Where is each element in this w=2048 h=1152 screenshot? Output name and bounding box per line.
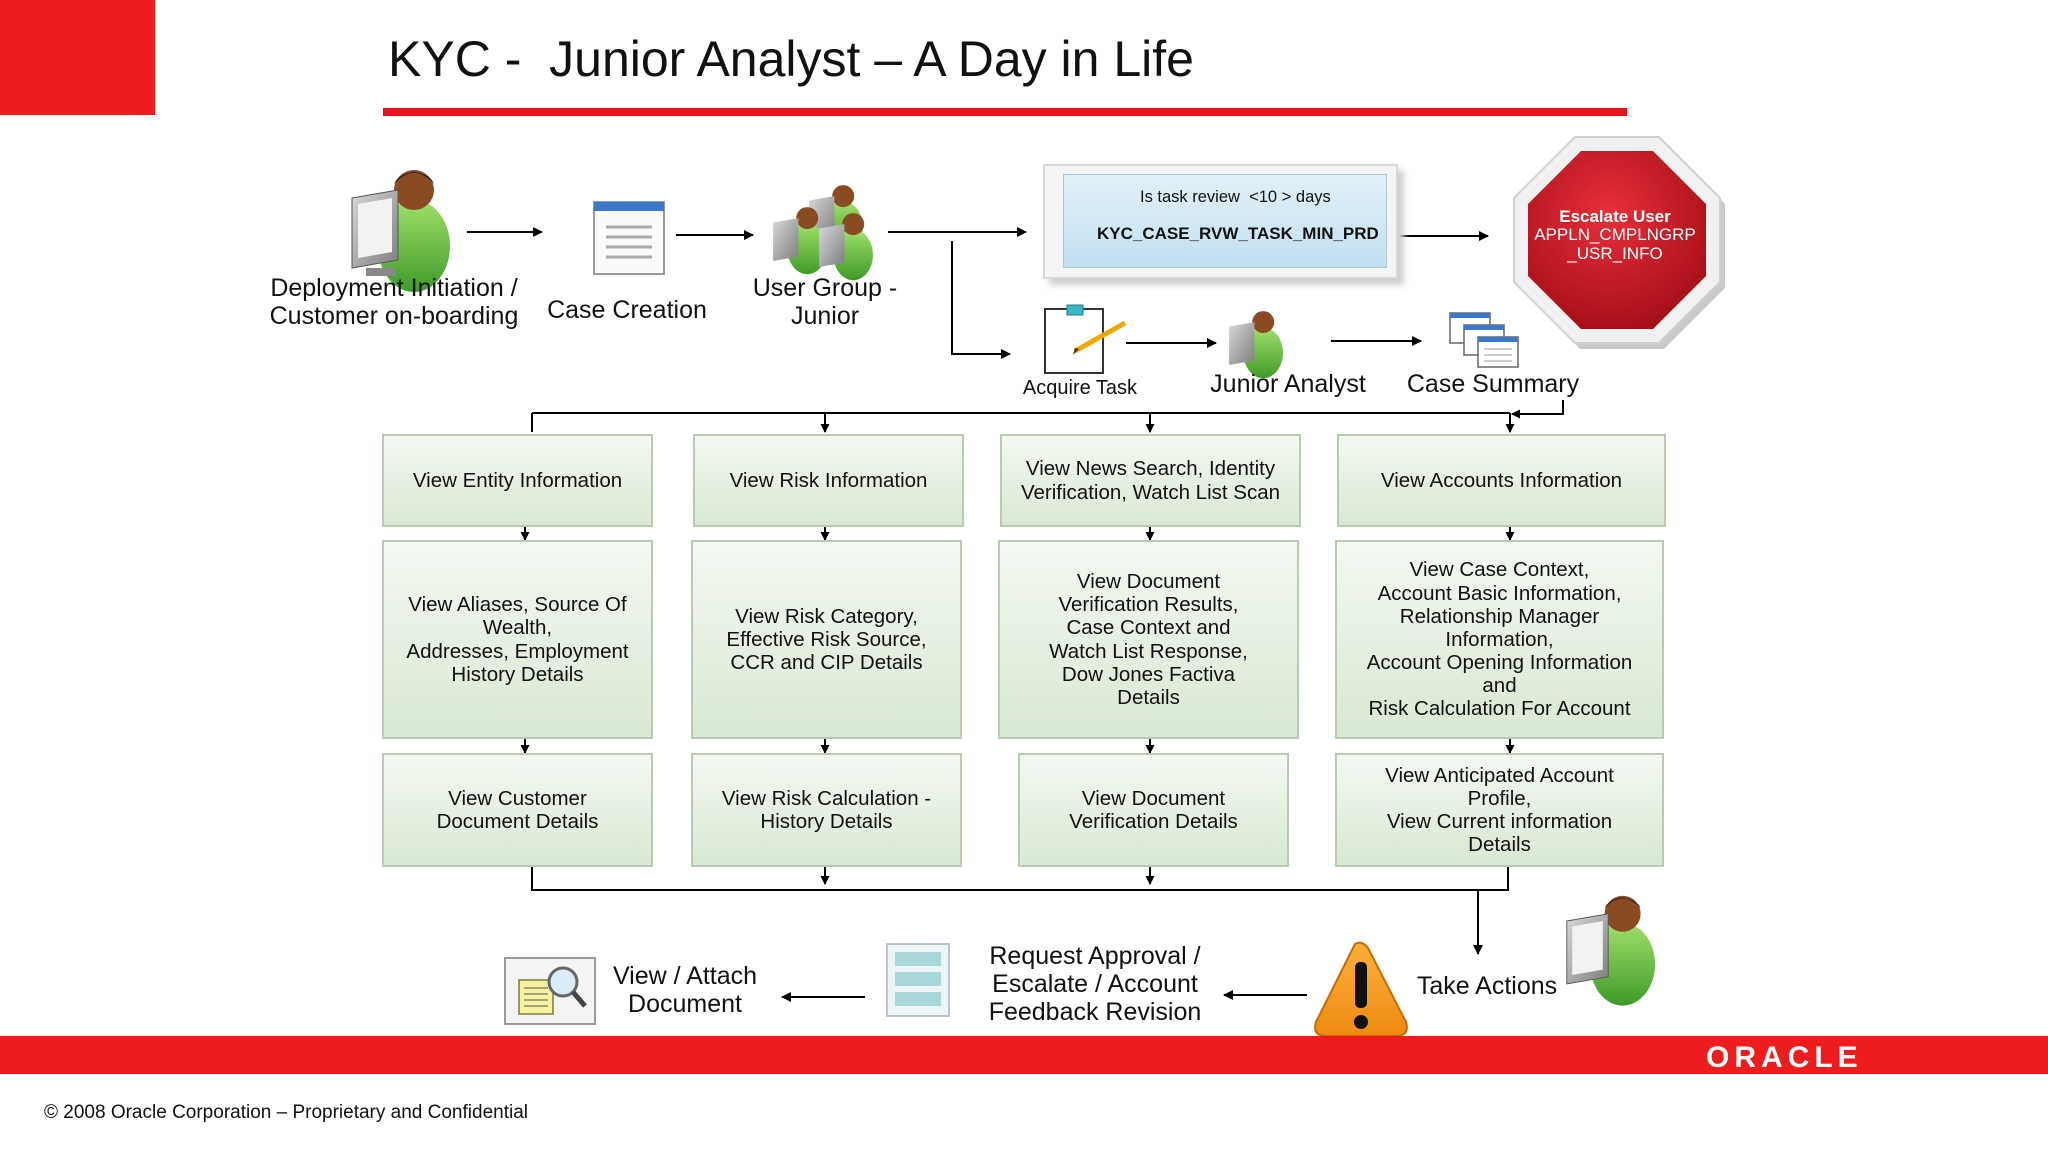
footer-bar: [0, 1036, 2048, 1074]
task-review-param: KYC_CASE_RVW_TASK_MIN_PRD: [1097, 224, 1379, 243]
analyst-small-icon: [1229, 311, 1283, 379]
view-risk-information-box: View Risk Information: [693, 434, 964, 527]
escalate-user-text: Escalate User APPLN_CMPLNGRP _USR_INFO: [1510, 207, 1720, 263]
view-case-context-box: View Case Context, Account Basic Informa…: [1335, 540, 1664, 739]
view-customer-document-box: View Customer Document Details: [382, 753, 653, 867]
view-attach-document-label: View / Attach Document: [612, 962, 758, 1018]
escalate-param: APPLN_CMPLNGRP _USR_INFO: [1534, 225, 1696, 263]
view-document-verification-box: View Document Verification Details: [1018, 753, 1289, 867]
request-approval-label: Request Approval / Escalate / Account Fe…: [988, 942, 1202, 1026]
brand-corner-block: [0, 0, 155, 115]
analyst-computer-icon: [351, 170, 450, 292]
warning-icon: [1314, 941, 1408, 1037]
task-review-text: Is task review <10 > days: [1140, 188, 1331, 206]
top-flow-connectors: [467, 227, 1564, 419]
case-summary-label: Case Summary: [1406, 370, 1580, 398]
stop-sign-icon: [1513, 136, 1725, 349]
view-accounts-information-box: View Accounts Information: [1337, 434, 1666, 527]
escalate-title: Escalate User: [1559, 207, 1671, 226]
grid-distribution-connectors: [520, 412, 1515, 955]
copyright-text: © 2008 Oracle Corporation – Proprietary …: [44, 1102, 528, 1123]
view-anticipated-profile-box: View Anticipated Account Profile, View C…: [1335, 753, 1664, 867]
case-creation-label: Case Creation: [547, 296, 707, 324]
search-document-icon: [504, 957, 596, 1025]
view-aliases-box: View Aliases, Source Of Wealth, Addresse…: [382, 540, 653, 739]
user-group-icon: [773, 185, 873, 281]
analyst-computer-icon: [1566, 895, 1655, 1006]
title-underline: [383, 108, 1627, 116]
deployment-label: Deployment Initiation / Customer on-boar…: [269, 274, 519, 330]
bottom-flow-connectors: [781, 990, 1307, 1002]
view-risk-category-box: View Risk Category, Effective Risk Sourc…: [691, 540, 962, 739]
windows-stack-icon: [1449, 312, 1519, 368]
oracle-logo: ORACLE: [1706, 1041, 1863, 1074]
view-document-verification-results-box: View Document Verification Results, Case…: [998, 540, 1299, 739]
view-entity-information-box: View Entity Information: [382, 434, 653, 527]
view-risk-calculation-box: View Risk Calculation - History Details: [691, 753, 962, 867]
junior-analyst-label: Junior Analyst: [1210, 370, 1366, 398]
acquire-task-label: Acquire Task: [1022, 377, 1138, 399]
list-document-icon: [886, 943, 950, 1017]
page-title: KYC - Junior Analyst – A Day in Life: [388, 31, 1194, 87]
document-form-icon: [593, 201, 665, 275]
take-actions-label: Take Actions: [1416, 972, 1558, 1000]
task-review-inner: [1063, 174, 1387, 268]
view-news-search-box: View News Search, Identity Verification,…: [1000, 434, 1301, 527]
user-group-label: User Group - Junior: [752, 274, 898, 330]
clipboard-pen-icon: [1044, 304, 1127, 374]
